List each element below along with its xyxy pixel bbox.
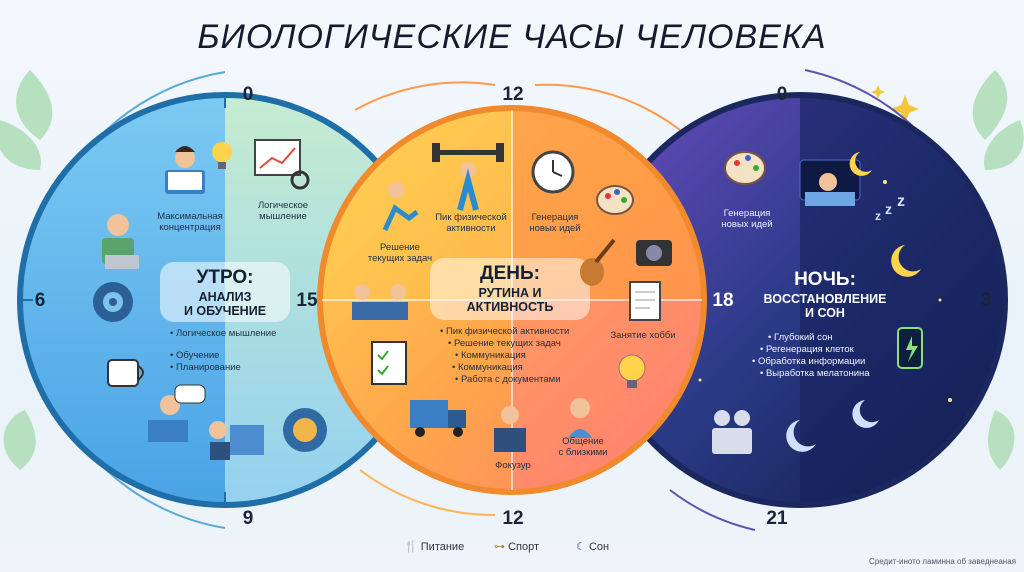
night-bullet-4: • Выработка мелатонина: [760, 368, 870, 379]
credit-text: Средит-иното ламинна об заведнеаная: [869, 557, 1016, 566]
legend-sport-label: Спорт: [508, 541, 539, 553]
coffee-cup-icon: [107, 359, 144, 387]
team-meeting-icon: [352, 284, 408, 320]
legend-food-label: Питание: [420, 541, 465, 553]
hour-left-bottom: 9: [242, 508, 254, 529]
computer-user-icon: [148, 384, 206, 442]
guitar-icon: [580, 238, 616, 286]
legend-sleep: ☾ Сон: [576, 540, 609, 553]
legend-sleep-label: Сон: [588, 541, 610, 553]
day-bullet-3: • Коммуникация: [455, 350, 526, 361]
leaf-decoration-right: [972, 70, 1024, 470]
hour-right-bottom: 21: [766, 508, 788, 529]
label-current-tasks: Решение текущих задач: [367, 242, 433, 264]
palette-icon-night: [724, 151, 766, 185]
svg-text:z: z: [875, 209, 881, 223]
day-bullet-1: • Пик физической активности: [440, 326, 570, 337]
day-subheading: РУТИНА И АКТИВНОСТЬ: [466, 286, 554, 314]
svg-text:z: z: [897, 193, 905, 210]
night-bullet-2: • Регенерация клеток: [760, 344, 854, 355]
reading-person-icon: [165, 146, 205, 194]
morning-heading: УТРО:: [196, 267, 254, 288]
focus-person-icon: [494, 406, 526, 452]
leaf-decoration-left: [0, 70, 53, 470]
morning-title-panel: [160, 262, 290, 322]
chart-magnifier-icon: [254, 139, 310, 190]
runner-icon: [382, 182, 419, 232]
morning-bullet-3: • Планирование: [170, 362, 241, 373]
hour-mid-top: 12: [502, 84, 524, 105]
label-focus: Фокузур: [495, 460, 531, 471]
label-new-ideas: Генерация новых идей: [529, 212, 581, 234]
sleeping-person-icon: [799, 159, 861, 206]
page-title: БИОЛОГИЧЕСКИЕ ЧАСЫ ЧЕЛОВЕКА: [197, 18, 827, 56]
label-hobby: Занятие хобби: [610, 330, 676, 341]
morning-bullet-2: • Обучение: [170, 350, 220, 361]
notepad-icon: [629, 281, 661, 321]
brain-gear-icon: [283, 408, 327, 452]
legend-food: 🍴 Питание: [404, 540, 464, 553]
meeting-icon: [209, 421, 264, 460]
hour-mid-right: 18: [712, 290, 734, 311]
sparkle-icons: [871, 85, 919, 123]
film-camera-icon: [712, 410, 752, 454]
hour-right-top: 0: [776, 84, 788, 105]
night-subheading: ВОССТАНОВЛЕНИЕ И СОН: [763, 292, 887, 320]
legend-sport: ⊶ Спорт: [494, 540, 539, 553]
day-title-panel: [430, 258, 590, 320]
night-bullet-1: • Глубокий сон: [768, 332, 833, 343]
day-bullet-2: • Решение текущих задач: [448, 338, 561, 349]
student-laptop-icon: [102, 214, 139, 269]
hour-left-top: 0: [242, 84, 254, 105]
day-bullet-4: • Коммуникация: [452, 362, 523, 373]
label-night-new-ideas: Генерация новых идей: [721, 208, 773, 230]
hour-mid-bottom: 12: [502, 508, 524, 529]
star-icons: [698, 180, 952, 402]
hour-left-left: 6: [34, 290, 46, 311]
clock-gears-icon: [531, 150, 575, 194]
morning-subheading: АНАЛИЗ И ОБУЧЕНИЕ: [183, 290, 267, 318]
label-logical-thinking: Логическое мышление: [257, 200, 309, 222]
battery-icon: [897, 327, 923, 369]
weightlifter-icon: [432, 143, 504, 211]
moon-legend-icon: ☾: [576, 541, 586, 553]
night-bullet-3: • Обработка информации: [752, 356, 866, 367]
fork-knife-icon: 🍴: [404, 541, 418, 553]
lightbulb-icon-2: [618, 354, 646, 388]
hour-left-right: 15: [296, 290, 318, 311]
day-heading: ДЕНЬ:: [480, 263, 540, 284]
morning-bullet-1: • Логическое мышление: [170, 328, 277, 339]
morning-clock-ticks: [20, 95, 226, 505]
lightbulb-icon: [212, 142, 232, 169]
truck-icon: [410, 400, 466, 437]
checklist-icon: [371, 341, 407, 385]
label-socializing: Общение с близкими: [558, 436, 608, 458]
palette-icon: [596, 185, 634, 215]
day-clock-rim: [317, 105, 707, 495]
dumbbell-icon: ⊶: [494, 541, 505, 553]
label-max-concentration: Максимальная концентрация: [157, 211, 223, 233]
label-peak-activity: Пик физической активности: [435, 212, 507, 234]
day-bullet-5: • Работа с документами: [455, 374, 561, 385]
gear-target-icon: [93, 282, 133, 322]
chatting-person-icon: [568, 398, 592, 438]
night-heading: НОЧЬ:: [794, 269, 856, 290]
hour-right-right: 3: [980, 290, 992, 311]
svg-text:z: z: [885, 201, 892, 217]
camera-icon: [636, 240, 672, 266]
moon-icon: [786, 152, 921, 452]
